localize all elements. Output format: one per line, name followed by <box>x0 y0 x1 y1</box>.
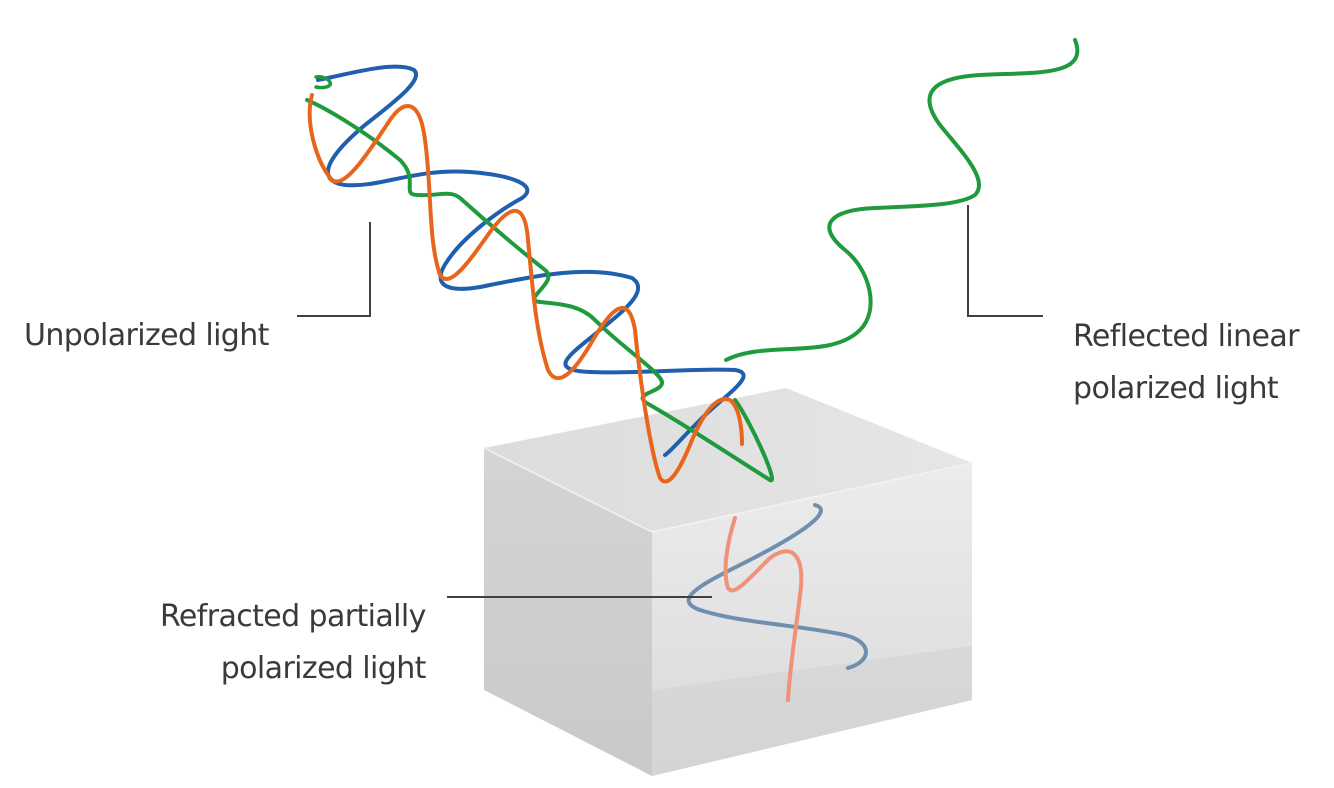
reflected-light-text-line1: Reflected linear <box>1073 319 1299 354</box>
refracted-light-text-line2: polarized light <box>220 651 427 686</box>
refracted-orange-wave <box>723 516 804 702</box>
incident-waves <box>305 64 774 484</box>
incident-orange-wave <box>307 93 744 484</box>
reflected-light-text-line2: polarized light <box>1073 371 1279 406</box>
refracted-blue-wave <box>686 503 868 670</box>
reflected-green-wave <box>724 38 1080 362</box>
block-top-edge <box>483 447 973 533</box>
reflected-leader-line <box>967 205 1043 317</box>
unpolarized-light-text: Unpolarized light <box>24 318 269 353</box>
incident-green-tip <box>314 75 332 90</box>
refracted-light-label: Refracted partially polarized light <box>160 591 426 695</box>
refracted-light-text-line1: Refracted partially <box>160 599 426 634</box>
incident-green-axis-wave <box>305 98 774 483</box>
block-left-face <box>484 448 652 776</box>
reflected-light-label: Reflected linear polarized light <box>1073 311 1299 415</box>
refracted-waves <box>686 503 868 702</box>
block-top-face <box>484 388 972 532</box>
leader-lines <box>297 205 1043 598</box>
unpolarized-light-label: Unpolarized light <box>24 310 269 362</box>
block-front-lower-band <box>652 646 972 776</box>
glass-block <box>483 388 973 776</box>
unpolarized-leader-line <box>297 222 371 317</box>
incident-blue-wave <box>316 64 746 457</box>
